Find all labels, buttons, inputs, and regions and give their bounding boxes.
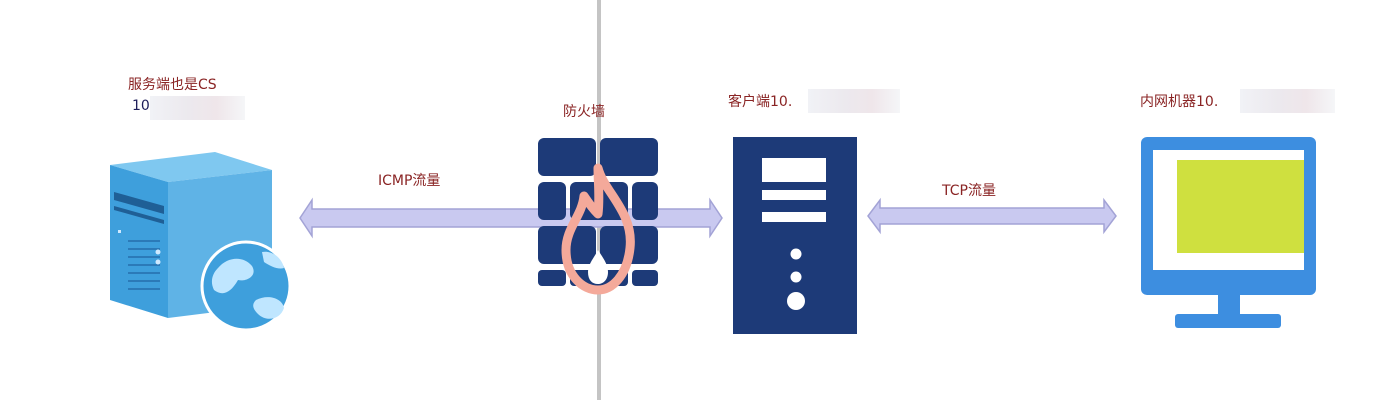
icmp-double-arrow: [299, 197, 723, 239]
firewall-label: 防火墙: [563, 104, 605, 120]
tcp-link-label: TCP流量: [942, 183, 996, 199]
server-ip: 10.: [132, 98, 155, 114]
server-ip-redaction: [150, 96, 245, 120]
server-with-globe-icon: [110, 152, 292, 332]
intranet-ip-redaction: [1240, 89, 1335, 113]
tcp-double-arrow: [867, 197, 1117, 235]
firewall-icon: [538, 138, 658, 295]
client-ip-redaction: [808, 89, 900, 113]
server-label: 服务端也是CS: [128, 77, 217, 93]
client-label: 客户端10.: [728, 94, 793, 110]
icmp-link-label: ICMP流量: [378, 173, 441, 189]
tower-pc-icon: [733, 137, 857, 334]
intranet-label: 内网机器10.: [1140, 94, 1219, 110]
monitor-icon: [1141, 137, 1316, 328]
